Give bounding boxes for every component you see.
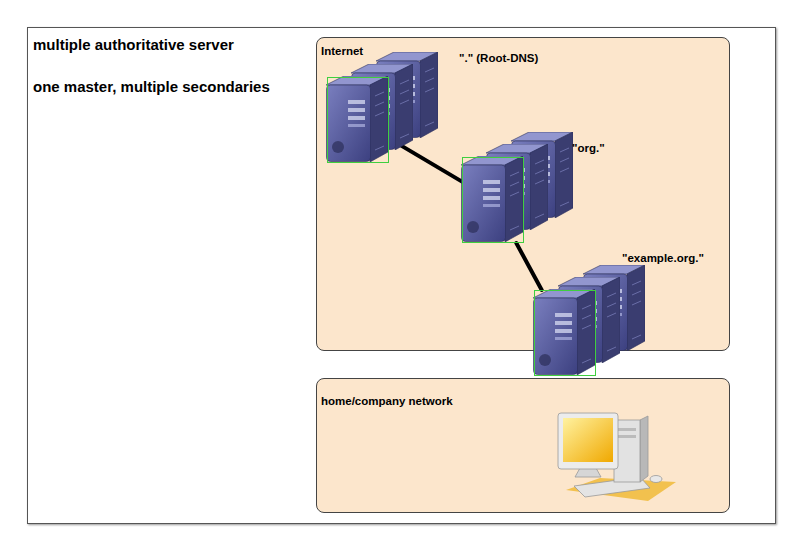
server-group: "." (Root-DNS) [327, 77, 389, 163]
node-label: "example.org." [622, 252, 704, 265]
network-zone: Internet "." (Root-DNS) "org." "example.org… [316, 37, 730, 351]
node-label: home/company network [321, 395, 453, 408]
node-label: "." (Root-DNS) [459, 52, 538, 65]
node-label: "org." [572, 142, 605, 155]
server-group: "example.org." [534, 290, 596, 376]
server-group: "org." [462, 157, 524, 243]
diagram-title: multiple authoritative server [33, 36, 234, 54]
network-zone: home/company network [316, 378, 730, 513]
subtitle-note: one master, multiple secondaries [33, 78, 270, 96]
node-label: Internet [321, 45, 363, 58]
